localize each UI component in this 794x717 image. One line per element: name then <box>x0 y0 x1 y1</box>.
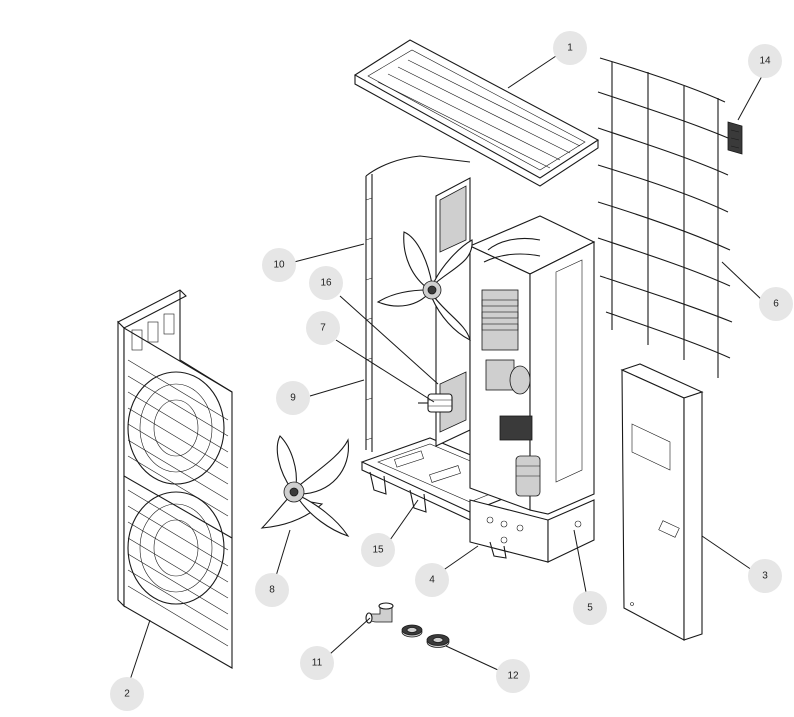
callout-7: 7 <box>306 311 340 345</box>
svg-text:11: 11 <box>312 658 323 669</box>
leader-15 <box>389 499 419 541</box>
svg-text:8: 8 <box>269 585 275 596</box>
svg-text:5: 5 <box>587 603 593 614</box>
callout-10: 10 <box>262 248 296 282</box>
leader-16 <box>339 295 439 385</box>
leader-lines <box>129 55 763 681</box>
heat-exchanger <box>365 155 471 452</box>
svg-text:12: 12 <box>507 671 519 682</box>
front-grille-panel <box>117 289 233 669</box>
grille-lower-fan-guard <box>127 489 229 647</box>
rear-wire-guard <box>597 57 733 378</box>
svg-text:15: 15 <box>372 545 384 556</box>
callout-15: 15 <box>361 533 395 567</box>
callout-9: 9 <box>276 381 310 415</box>
callout-14: 14 <box>748 44 782 78</box>
callout-4: 4 <box>415 563 449 597</box>
svg-text:10: 10 <box>273 260 285 271</box>
central-chassis <box>435 177 596 515</box>
callout-12: 12 <box>496 659 530 693</box>
lower-fan-propeller <box>260 435 350 538</box>
callout-3: 3 <box>748 559 782 593</box>
leader-11 <box>329 617 371 655</box>
side-cover-panel <box>620 363 704 641</box>
leader-14 <box>737 75 763 121</box>
leader-10 <box>293 243 365 263</box>
leader-5 <box>573 529 587 593</box>
fan-motor <box>418 371 467 433</box>
upper-fan-propeller <box>376 231 473 342</box>
svg-text:3: 3 <box>762 571 768 582</box>
leader-3 <box>701 535 753 571</box>
leader-1 <box>507 55 557 89</box>
callout-2: 2 <box>110 677 144 711</box>
lower-front-plate <box>469 499 595 563</box>
small-bracket <box>727 121 743 155</box>
callout-11: 11 <box>300 646 334 680</box>
callout-8: 8 <box>255 573 289 607</box>
leader-2 <box>129 619 151 681</box>
grille-upper-fan-guard <box>127 359 229 517</box>
callouts: 1 2 3 4 5 6 7 8 <box>110 31 793 711</box>
callout-5: 5 <box>573 591 607 625</box>
leader-6 <box>721 261 763 301</box>
leader-12 <box>445 645 499 671</box>
svg-text:7: 7 <box>320 323 326 334</box>
top-cover-panel <box>353 39 600 187</box>
drain-caps <box>401 624 450 648</box>
leader-9 <box>309 379 365 397</box>
svg-text:4: 4 <box>429 575 435 586</box>
leader-7 <box>335 339 435 403</box>
svg-text:14: 14 <box>759 56 771 67</box>
svg-text:1: 1 <box>567 43 573 54</box>
leader-8 <box>275 529 291 577</box>
callout-16: 16 <box>309 266 343 300</box>
callout-1: 1 <box>553 31 587 65</box>
svg-text:2: 2 <box>124 689 130 700</box>
callout-6: 6 <box>759 287 793 321</box>
svg-text:6: 6 <box>773 299 779 310</box>
svg-text:16: 16 <box>320 278 332 289</box>
drain-elbow <box>365 602 394 624</box>
svg-text:9: 9 <box>290 393 296 404</box>
